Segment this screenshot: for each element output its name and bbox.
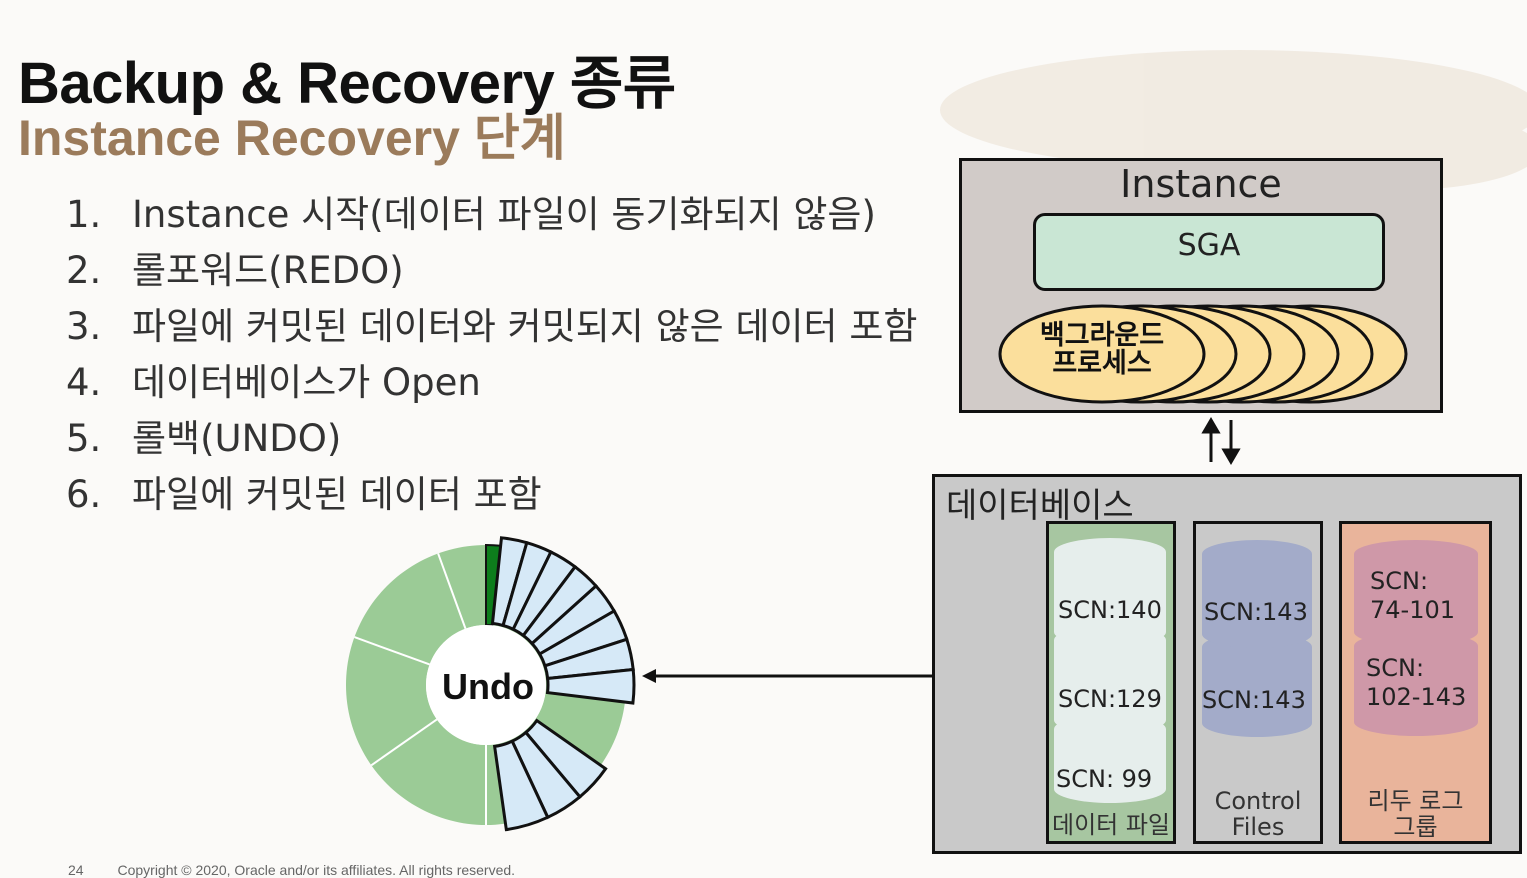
page-title: Backup & Recovery 종류	[18, 51, 676, 116]
data-file-scn: SCN:140	[1058, 596, 1162, 624]
steps-list: 1. Instance 시작(데이터 파일이 동기화되지 않음) 2. 롤포워드(R…	[66, 192, 952, 528]
step-number: 1.	[66, 193, 102, 236]
undo-block	[545, 667, 636, 705]
list-item: 2. 롤포워드(REDO)	[66, 248, 952, 294]
bg-process-label: 백그라운드 프로세스	[1039, 320, 1165, 379]
step-text: Instance 시작(데이터 파일이 동기화되지 않음)	[132, 193, 876, 236]
data-file-cylinder	[1054, 626, 1166, 734]
step-text: 파일에 커밋된 데이터와 커밋되지 않은 데이터 포함	[132, 305, 918, 348]
step-text: 파일에 커밋된 데이터 포함	[132, 473, 542, 516]
step-number: 5.	[66, 417, 102, 460]
list-item: 3. 파일에 커밋된 데이터와 커밋되지 않은 데이터 포함	[66, 304, 952, 350]
undo-segment-divider	[354, 636, 430, 666]
list-item: 1. Instance 시작(데이터 파일이 동기화되지 않음)	[66, 192, 952, 238]
undo-segment-divider	[437, 553, 467, 629]
sync-arrows	[1201, 417, 1241, 465]
undo-label: Undo	[442, 666, 534, 707]
control-file-scn: SCN:143	[1204, 598, 1308, 626]
step-text: 데이터베이스가 Open	[132, 361, 481, 404]
step-number: 2.	[66, 249, 102, 292]
redo-log-scn: SCN: 74-101	[1370, 567, 1456, 624]
undo-segment-divider	[370, 718, 438, 767]
list-item: 6. 파일에 커밋된 데이터 포함	[66, 472, 952, 518]
data-file-cylinder	[1054, 715, 1166, 803]
list-item: 4. 데이터베이스가 Open	[66, 360, 952, 406]
control-file-cylinder	[1202, 540, 1312, 648]
data-file-scn: SCN: 99	[1056, 765, 1153, 793]
step-number: 6.	[66, 473, 102, 516]
redo-log-scn: SCN: 102-143	[1366, 654, 1467, 711]
control-file-scn: SCN:143	[1202, 686, 1306, 714]
step-text: 롤포워드(REDO)	[132, 249, 404, 292]
page-number: 24	[68, 862, 84, 878]
sga-box	[1033, 213, 1385, 291]
list-item: 5. 롤백(UNDO)	[66, 416, 952, 462]
page-subtitle: Instance Recovery 단계	[18, 110, 566, 166]
database-label: 데이터베이스	[946, 486, 1134, 526]
step-number: 4.	[66, 361, 102, 404]
step-text: 롤백(UNDO)	[132, 417, 342, 460]
undo-ring-center	[426, 625, 546, 745]
redo-log-cylinder	[1354, 540, 1478, 646]
undo-block	[492, 739, 550, 832]
redo-log-label: 리두 로그 그룹	[1367, 787, 1464, 841]
control-files-label: Control Files	[1214, 787, 1302, 841]
bg-process-ellipse	[998, 304, 1206, 404]
copyright-text: Copyright © 2020, Oracle and/or its affi…	[117, 862, 516, 878]
data-file-cylinder	[1054, 538, 1166, 646]
data-file-scn: SCN:129	[1058, 685, 1162, 713]
step-number: 3.	[66, 305, 102, 348]
control-file-cylinder	[1202, 633, 1312, 737]
data-files-label: 데이터 파일	[1051, 811, 1171, 839]
footer: 24 Copyright © 2020, Oracle and/or its a…	[68, 862, 545, 878]
redo-log-cylinder	[1354, 632, 1478, 736]
sga-label: SGA	[1177, 228, 1241, 263]
instance-label: Instance	[1120, 162, 1282, 206]
